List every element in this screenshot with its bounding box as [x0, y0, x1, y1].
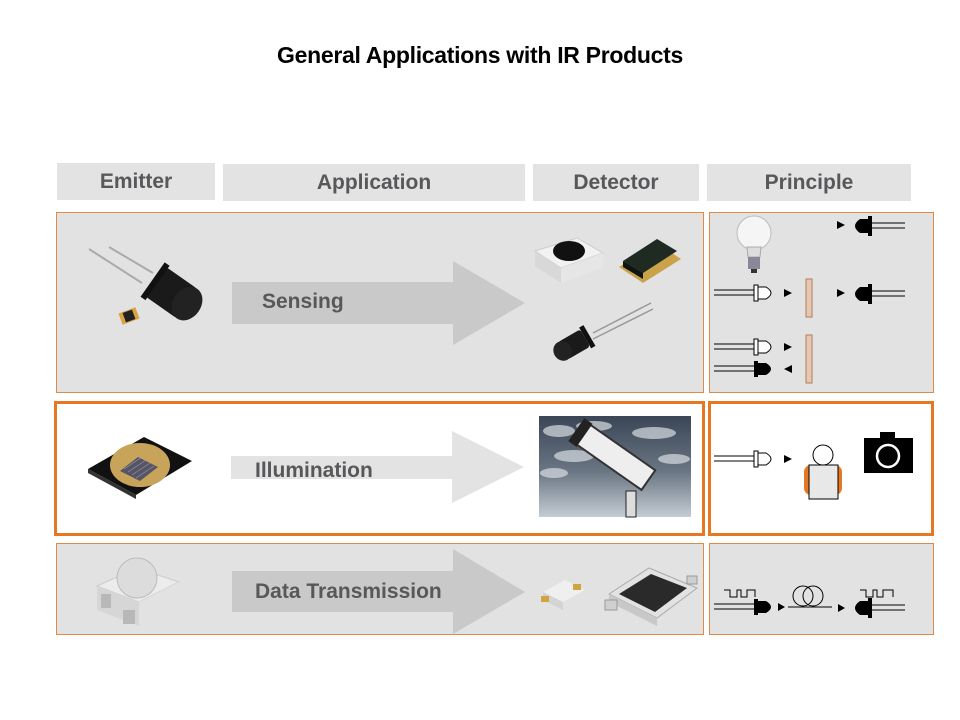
data-transmission-emitter-image [95, 557, 181, 626]
column-header-emitter: Emitter [57, 163, 215, 200]
illumination-arrow [231, 431, 524, 503]
emitter-led-icon [714, 450, 792, 468]
column-header-application: Application [223, 164, 525, 201]
illumination-row-panel: Illumination [54, 401, 705, 536]
person-icon [804, 444, 842, 500]
data-transmission-arrow [232, 549, 525, 634]
sensing-detector-images [533, 237, 681, 361]
column-header-detector: Detector [533, 164, 699, 201]
light-bulb-icon [736, 215, 772, 273]
illumination-emitter-image [88, 437, 192, 499]
reflector-bar-icon-2 [805, 334, 813, 384]
square-wave-icon-right [860, 589, 894, 598]
emitter-led-icon-bottom [714, 338, 792, 356]
data-transmission-detector-images [541, 567, 698, 626]
sensing-principle-panel [709, 212, 934, 393]
data-transmission-principle-diagram [714, 585, 905, 618]
sensing-principle-diagram [714, 215, 905, 384]
detector-led-icon-top [837, 216, 905, 236]
sensing-emitter-image [88, 246, 203, 325]
data-transmission-principle-panel [709, 543, 934, 635]
detector-led-icon-mid [837, 284, 905, 304]
large-smd-photodiode-image [604, 567, 698, 626]
data-transmission-row-panel: Data Transmission [56, 543, 704, 635]
sensing-arrow [232, 261, 525, 345]
small-smd-detector-image [541, 580, 585, 610]
emitter-led-icon [714, 599, 771, 615]
detector-led-icon [855, 598, 905, 618]
smd-photodiode-image [533, 237, 605, 283]
emitter-led-icon-mid [714, 284, 792, 302]
data-transmission-label: Data Transmission [255, 580, 442, 603]
square-wave-icon-left [724, 589, 756, 598]
slide-title: General Applications with IR Products [277, 42, 683, 68]
illumination-principle-panel [708, 401, 934, 536]
camera-icon [864, 432, 913, 473]
illumination-label: Illumination [255, 459, 373, 482]
illumination-detector-image [539, 416, 691, 518]
reflector-bar-icon [805, 278, 813, 318]
column-header-principle: Principle [707, 164, 911, 201]
sensing-label: Sensing [262, 290, 344, 313]
optical-fiber-coil-icon [788, 585, 832, 608]
5mm-photodiode-image [553, 302, 654, 361]
detector-led-icon-bottom [714, 361, 792, 377]
smd-black-sensor-image [619, 239, 681, 283]
illumination-principle-diagram [714, 432, 913, 500]
sensing-row-panel: Sensing [56, 212, 704, 393]
